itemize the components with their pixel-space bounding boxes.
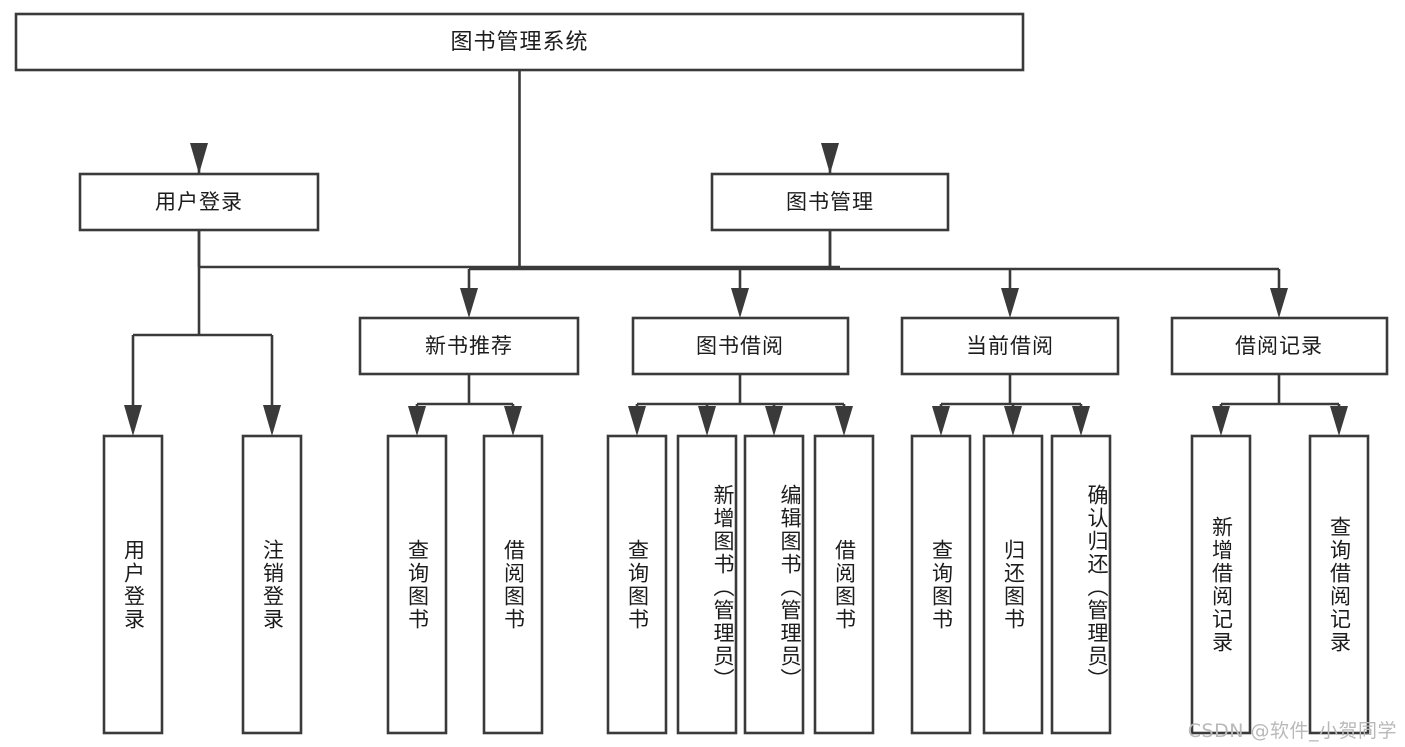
arrow-icon-to-leaf-edit-book-admin [765, 406, 783, 436]
arrow-icon-to-book-borrow [731, 288, 749, 318]
arrow-icon-to-user-login [190, 143, 208, 174]
node-current-borrow-box[interactable] [900, 316, 1120, 376]
connector-group-book-borrow [635, 374, 846, 412]
arrow-icon-to-leaf-confirm-return-admin [1072, 406, 1090, 436]
arrowhead-group [124, 143, 1348, 436]
leaf-box-group [102, 434, 1370, 735]
leaf-box-add-book-admin[interactable] [676, 434, 738, 735]
connector-group-book-manage [467, 230, 1281, 292]
node-borrow-record-label: 借阅记录 [1235, 334, 1323, 358]
leaf-box-return-book[interactable] [982, 434, 1044, 735]
arrow-icon-to-current-borrow [1001, 288, 1019, 318]
node-new-book-recommend[interactable]: 新书推荐 [358, 316, 580, 376]
node-borrow-record[interactable]: 借阅记录 [1170, 316, 1389, 376]
leaf-box-confirm-return-admin[interactable] [1050, 434, 1112, 735]
node-new-book-recommend-box[interactable] [358, 316, 580, 376]
arrow-icon-to-borrow-record [1270, 288, 1288, 318]
arrow-icon-to-leaf-query-borrow-record [1330, 406, 1348, 436]
node-current-borrow[interactable]: 当前借阅 [900, 316, 1120, 376]
leaf-box-query-borrow-record[interactable] [1308, 434, 1370, 735]
node-new-book-recommend-label: 新书推荐 [425, 334, 513, 358]
node-root-box[interactable] [14, 12, 1025, 72]
node-book-borrow-box[interactable] [631, 316, 850, 376]
connector-group-user-login [131, 230, 274, 410]
node-current-borrow-label: 当前借阅 [966, 334, 1054, 358]
connector-group-root [197, 70, 840, 269]
leaf-box-edit-book-admin[interactable] [743, 434, 805, 735]
leaf-box-user-login[interactable] [102, 434, 164, 735]
leaf-box-borrow-book-2[interactable] [813, 434, 875, 735]
arrow-icon-to-leaf-query-book-3 [932, 406, 950, 436]
leaf-box-borrow-book-1[interactable] [482, 434, 544, 735]
arrow-icon-to-new-book-recommend [460, 288, 478, 318]
node-book-manage[interactable]: 图书管理 [710, 172, 950, 232]
arrow-icon-to-leaf-add-borrow-record [1212, 406, 1230, 436]
leaf-box-query-book-2[interactable] [606, 434, 668, 735]
arrow-icon-to-leaf-borrow-book-1 [504, 406, 522, 436]
arrow-icon-to-leaf-logout-login [263, 405, 281, 436]
leaf-box-query-book-1[interactable] [386, 434, 448, 735]
node-book-manage-box[interactable] [710, 172, 950, 232]
arrow-icon-to-leaf-return-book [1004, 406, 1022, 436]
leaf-box-logout-login[interactable] [241, 434, 303, 735]
arrow-icon-to-book-manage [821, 143, 839, 174]
node-root[interactable]: 图书管理系统 [14, 12, 1025, 72]
node-book-borrow[interactable]: 图书借阅 [631, 316, 850, 376]
node-user-login-box[interactable] [78, 172, 320, 232]
leaf-box-add-borrow-record[interactable] [1190, 434, 1252, 735]
arrow-icon-to-leaf-user-login [124, 405, 142, 436]
arrow-icon-to-leaf-query-book-2 [628, 406, 646, 436]
node-book-borrow-label: 图书借阅 [696, 334, 784, 358]
leaf-box-query-book-3[interactable] [910, 434, 972, 735]
node-user-login-label: 用户登录 [155, 190, 243, 214]
arrow-icon-to-leaf-query-book-1 [408, 406, 426, 436]
node-borrow-record-box[interactable] [1170, 316, 1389, 376]
node-user-login[interactable]: 用户登录 [78, 172, 320, 232]
csdn-watermark: CSDN @软件_小贺同学 [1187, 720, 1397, 742]
connector-group-new-book-recommend [415, 374, 515, 412]
connector-group-borrow-record [1219, 374, 1341, 412]
node-book-manage-label: 图书管理 [786, 190, 874, 214]
arrow-icon-to-leaf-borrow-book-2 [835, 406, 853, 436]
arrow-icon-to-leaf-add-book-admin [698, 406, 716, 436]
node-root-label: 图书管理系统 [450, 30, 588, 55]
